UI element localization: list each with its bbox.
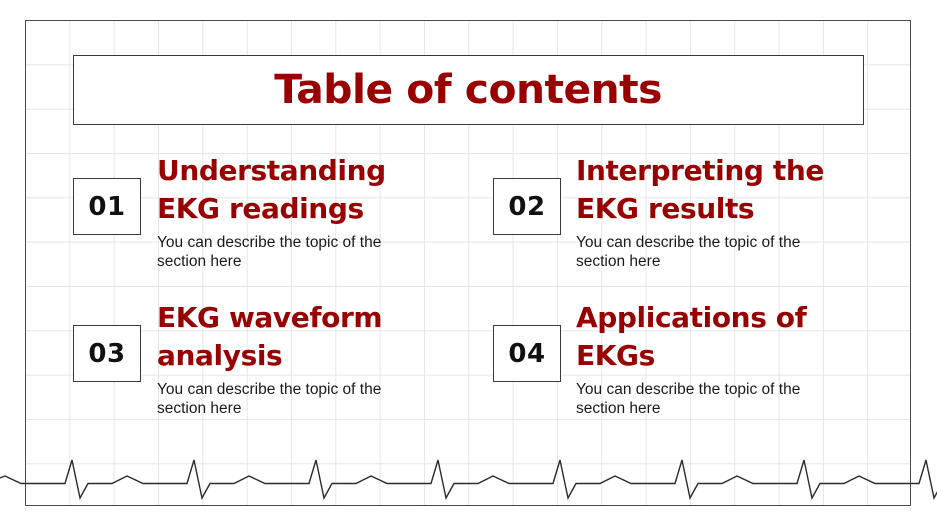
section-number: 02 — [508, 191, 546, 222]
section-description: You can describe the topic of the sectio… — [576, 234, 801, 270]
section-heading: Understanding EKG readings — [157, 152, 457, 228]
section-heading-line2: EKG readings — [157, 192, 364, 225]
section-heading-line1: EKG waveform — [157, 301, 383, 334]
section-number-box-02: 02 — [493, 178, 561, 235]
section-heading: Applications of EKGs — [576, 299, 876, 375]
section-heading-line2: EKG results — [576, 192, 755, 225]
section-description: You can describe the topic of the sectio… — [576, 381, 801, 417]
section-heading-line2: EKGs — [576, 339, 655, 372]
section-heading-line1: Interpreting the — [576, 154, 824, 187]
section-heading: EKG waveform analysis — [157, 299, 457, 375]
section-heading-line1: Understanding — [157, 154, 386, 187]
page-title: Table of contents — [274, 67, 663, 113]
section-description: You can describe the topic of the sectio… — [157, 381, 382, 417]
section-item-04: Applications of EKGs You can describe th… — [576, 299, 876, 418]
section-number: 03 — [88, 338, 126, 369]
section-number: 01 — [88, 191, 126, 222]
section-item-03: EKG waveform analysis You can describe t… — [157, 299, 457, 418]
section-number-box-01: 01 — [73, 178, 141, 235]
section-heading-line2: analysis — [157, 339, 283, 372]
section-item-02: Interpreting the EKG results You can des… — [576, 152, 876, 271]
section-number-box-03: 03 — [73, 325, 141, 382]
section-number-box-04: 04 — [493, 325, 561, 382]
section-number: 04 — [508, 338, 546, 369]
section-item-01: Understanding EKG readings You can descr… — [157, 152, 457, 271]
title-box: Table of contents — [73, 55, 864, 125]
section-heading-line1: Applications of — [576, 301, 807, 334]
section-description: You can describe the topic of the sectio… — [157, 234, 382, 270]
section-heading: Interpreting the EKG results — [576, 152, 876, 228]
